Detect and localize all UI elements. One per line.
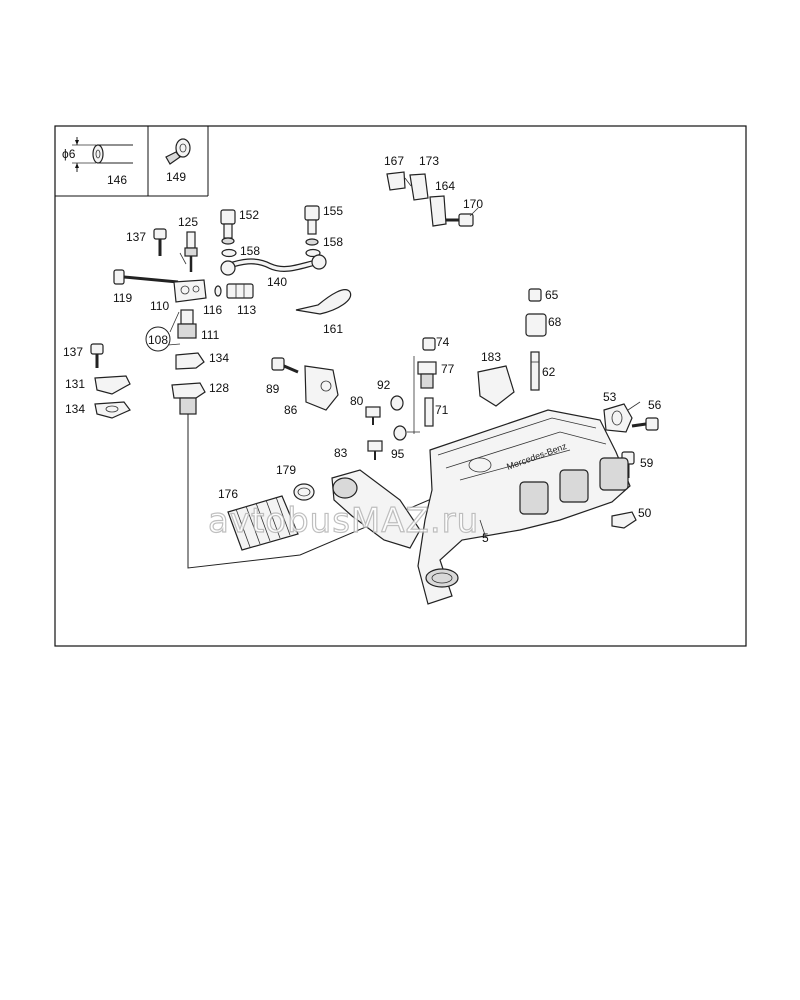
label-65: 65	[545, 288, 559, 302]
label-137: 137	[63, 345, 83, 359]
label-119: 119	[113, 291, 132, 305]
seal-92-icon	[390, 395, 404, 411]
cap-74-icon	[422, 337, 436, 351]
inset-diameter-label: ϕ6	[62, 147, 76, 161]
intake-elbow-icon	[331, 469, 421, 549]
label-62: 62	[542, 365, 556, 379]
label-170: 170	[463, 197, 483, 211]
banjo-bolt-152-icon	[220, 209, 236, 245]
gasket-134-icon	[175, 352, 205, 370]
label-116: 116	[203, 303, 222, 317]
gasket-50-icon	[611, 511, 637, 529]
watermark-text: avtobusMAZ.ru	[208, 501, 479, 541]
bracket-183-icon	[477, 365, 515, 407]
sleeve-68-icon	[525, 313, 547, 337]
label-140: 140	[267, 275, 287, 289]
connector-113-icon	[226, 283, 254, 299]
label-59: 59	[640, 456, 654, 470]
inset-label-146: 146	[107, 173, 127, 187]
label-95: 95	[391, 447, 405, 461]
bolt-170-icon	[446, 213, 474, 227]
label-167: 167	[384, 154, 404, 168]
bolt-89-icon	[271, 357, 299, 374]
label-131: 131	[65, 377, 85, 391]
label-158: 158	[240, 244, 260, 258]
label-134: 134	[209, 351, 229, 365]
label-161: 161	[323, 322, 343, 336]
inset-panel	[55, 126, 209, 197]
gasket-53-icon	[603, 403, 633, 433]
ring-108-callout	[145, 326, 171, 352]
label-137: 137	[126, 230, 146, 244]
nozzle-77-icon	[417, 361, 437, 389]
bracket-173-icon	[409, 173, 429, 201]
seal-116-icon	[214, 285, 222, 297]
tube-146-icon	[72, 137, 133, 172]
label-176: 176	[218, 487, 238, 501]
diagram-frame	[54, 125, 747, 647]
label-155: 155	[323, 204, 343, 218]
label-80: 80	[350, 394, 364, 408]
cable-tie-161-icon	[295, 289, 352, 315]
bolt-137-icon	[153, 228, 167, 256]
glow-plug-125-icon	[184, 231, 198, 272]
label-128: 128	[209, 381, 229, 395]
label-83: 83	[334, 446, 348, 460]
nozzle-holder-111-icon	[177, 309, 197, 339]
washer-158-icon	[305, 248, 321, 258]
long-bolt-119-icon	[113, 269, 179, 285]
clamp-110-icon	[173, 279, 207, 303]
banjo-bolt-155-icon	[304, 205, 320, 246]
washer-158-icon	[221, 248, 237, 258]
label-125: 125	[178, 215, 198, 229]
cover-131-icon	[94, 375, 131, 395]
sensor-83-icon	[367, 440, 383, 460]
label-183: 183	[481, 350, 501, 364]
gasket-134-icon	[94, 401, 131, 419]
label-92: 92	[377, 378, 391, 392]
stud-62-icon	[530, 351, 540, 391]
label-152: 152	[239, 208, 259, 222]
label-110: 110	[150, 299, 169, 313]
label-158: 158	[323, 235, 343, 249]
label-53: 53	[603, 390, 617, 404]
clamp-179-icon	[293, 483, 315, 501]
flange-128-icon	[171, 382, 206, 415]
stud-71-icon	[424, 397, 434, 427]
label-111: 111	[201, 328, 220, 342]
seal-95-icon	[393, 425, 407, 441]
sensor-80-icon	[365, 406, 381, 425]
label-134: 134	[65, 402, 85, 416]
label-68: 68	[548, 315, 562, 329]
label-108: 108	[148, 333, 168, 347]
label-77: 77	[441, 362, 455, 376]
label-173: 173	[419, 154, 439, 168]
label-179: 179	[276, 463, 296, 477]
label-71: 71	[435, 403, 449, 417]
bolt-137-icon	[90, 343, 104, 368]
label-5: 5	[482, 531, 489, 545]
banjo-fitting-149-icon	[165, 138, 191, 165]
label-86: 86	[284, 403, 298, 417]
leader-lines	[179, 177, 641, 539]
cap-65-icon	[528, 288, 542, 302]
label-74: 74	[436, 335, 450, 349]
cap-167-icon	[386, 171, 406, 191]
label-50: 50	[638, 506, 652, 520]
label-164: 164	[435, 179, 455, 193]
bracket-164-icon	[429, 195, 447, 227]
bolt-56-icon	[631, 417, 659, 431]
label-56: 56	[648, 398, 662, 412]
intake-manifold-5-icon	[417, 409, 631, 605]
label-113: 113	[237, 303, 256, 317]
inset-label-149: 149	[166, 170, 186, 184]
label-89: 89	[266, 382, 280, 396]
hose-176-icon	[227, 495, 299, 551]
